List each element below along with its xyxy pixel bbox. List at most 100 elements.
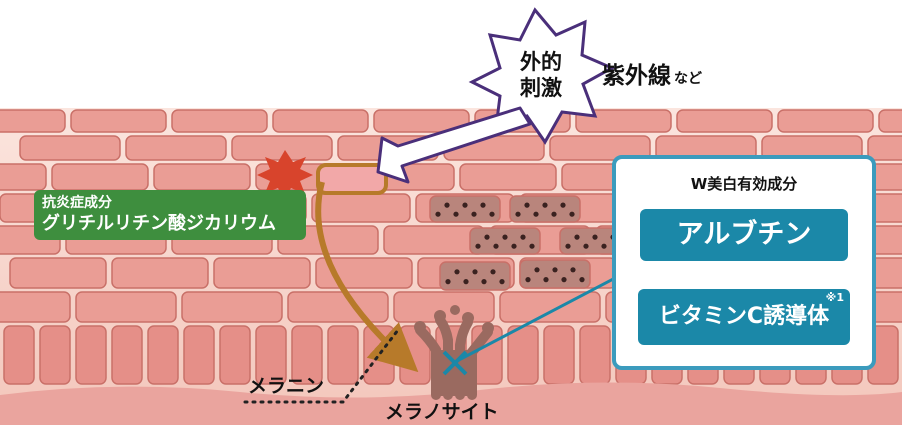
irritated-cell xyxy=(316,163,388,195)
melanin-granule xyxy=(481,279,487,285)
pigmented-cell xyxy=(559,227,621,255)
melanin-granule xyxy=(493,243,499,249)
melanin-granule xyxy=(574,234,580,240)
melanin-granule xyxy=(579,277,585,283)
epidermal-cell xyxy=(549,135,651,161)
melanin-pointer-line xyxy=(243,328,400,404)
basal-cell xyxy=(3,325,35,385)
basal-cell xyxy=(111,325,143,385)
melanin-granule xyxy=(475,243,481,249)
basal-cell xyxy=(183,325,215,385)
melanin-granule xyxy=(499,279,505,285)
epidermal-cell xyxy=(0,163,47,191)
pigmented-cell xyxy=(519,259,591,289)
pigmented-cell xyxy=(439,261,511,291)
basal-cell xyxy=(579,325,611,385)
inflammation-spark-icon xyxy=(257,150,313,200)
epidermal-cell xyxy=(181,291,283,323)
melanin-granule xyxy=(583,243,589,249)
melanin-granule xyxy=(529,243,535,249)
epidermal-cell xyxy=(777,109,874,133)
melanin-granule xyxy=(463,279,469,285)
epidermal-cell xyxy=(878,109,902,133)
basal-cell xyxy=(75,325,107,385)
melanin-granule xyxy=(453,211,459,217)
epidermal-cell xyxy=(383,225,485,255)
melanin-granule xyxy=(520,234,526,240)
epidermal-cell xyxy=(867,135,902,161)
stimulus-arrow xyxy=(376,106,532,184)
pigmented-cell xyxy=(509,195,581,223)
ingredient-arbutin: アルブチン xyxy=(640,209,848,261)
epidermal-cell xyxy=(19,135,121,161)
inflammation-signal-arrow xyxy=(315,181,419,373)
ingredient-vitamin-c-label: ビタミンC誘導体 xyxy=(658,304,830,329)
whitening-ingredients-box: W美白有効成分 アルブチン ビタミンC誘導体 ※1 xyxy=(612,155,876,370)
melanin-granule xyxy=(502,234,508,240)
block-x-icon xyxy=(442,350,468,376)
basal-cell xyxy=(39,325,71,385)
pigmented-cell xyxy=(469,227,541,255)
epidermal-cell xyxy=(70,109,167,133)
burst-label-line2: 刺激 xyxy=(520,76,562,100)
melanin-granule xyxy=(525,277,531,283)
epidermal-cell xyxy=(499,291,601,323)
melanin-granule xyxy=(551,211,557,217)
melanin-granule xyxy=(569,211,575,217)
melanocyte-cell xyxy=(414,305,494,400)
epidermal-cell xyxy=(125,135,227,161)
melanin-granule xyxy=(561,277,567,283)
epidermal-cell xyxy=(459,163,557,191)
epidermal-cell xyxy=(9,257,107,289)
melanin-granule xyxy=(542,202,548,208)
basal-cell xyxy=(291,325,323,385)
melanin-granule xyxy=(435,211,441,217)
melanin-granule xyxy=(454,269,460,275)
basal-cell xyxy=(543,325,575,385)
basal-cell xyxy=(327,325,359,385)
epidermal-cell xyxy=(111,257,209,289)
epidermal-cell xyxy=(0,291,71,323)
basal-cell xyxy=(507,325,539,385)
melanin-granule xyxy=(543,277,549,283)
melanin-granule xyxy=(445,279,451,285)
epidermal-cell xyxy=(75,291,177,323)
melanin-granule xyxy=(472,269,478,275)
melanocyte-label: メラノサイト xyxy=(385,401,499,423)
melanin-granule xyxy=(489,211,495,217)
whitening-heading: W美白有効成分 xyxy=(690,175,798,193)
melanin-label: メラニン xyxy=(248,375,324,397)
melanin-granule xyxy=(511,243,517,249)
melanin-granule xyxy=(565,243,571,249)
ingredient-vitamin-c: ビタミンC誘導体 ※1 xyxy=(638,289,850,345)
melanin-granule xyxy=(471,211,477,217)
basal-cell xyxy=(255,325,287,385)
epidermal-cell xyxy=(287,291,389,323)
melanin-granule xyxy=(533,211,539,217)
inhibition-line xyxy=(454,263,641,364)
melanin-granule xyxy=(592,234,598,240)
burst-label-line1: 外的 xyxy=(520,50,562,74)
melanin-granule xyxy=(480,202,486,208)
anti-inflammatory-badge: 抗炎症成分 グリチルリチン酸ジカリウム xyxy=(34,190,306,240)
epidermal-cell xyxy=(373,109,470,133)
epidermal-cell xyxy=(51,163,149,191)
melanin-granule xyxy=(462,202,468,208)
melanin-granule xyxy=(444,202,450,208)
epidermal-cell xyxy=(676,109,773,133)
melanin-granule xyxy=(601,243,607,249)
melanin-granule xyxy=(484,234,490,240)
epidermal-cell xyxy=(171,109,268,133)
epidermal-cell xyxy=(0,109,66,133)
dermis-layer xyxy=(0,382,902,425)
melanin-granule xyxy=(552,267,558,273)
anti-inflammatory-title: 抗炎症成分 xyxy=(42,195,112,211)
epidermal-cell xyxy=(213,257,311,289)
melanin-granule xyxy=(515,211,521,217)
pigmented-cell xyxy=(429,195,501,223)
uv-label: 紫外線など xyxy=(602,62,702,89)
melanin-granule xyxy=(570,267,576,273)
epidermal-cell xyxy=(272,109,369,133)
basal-cell xyxy=(147,325,179,385)
